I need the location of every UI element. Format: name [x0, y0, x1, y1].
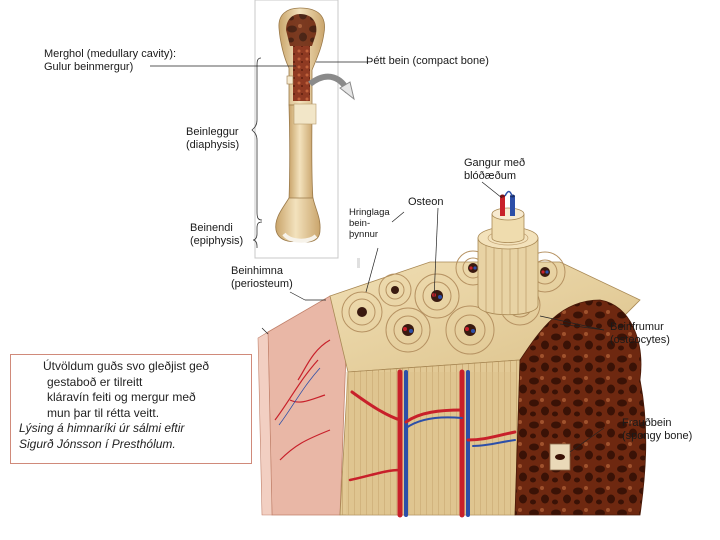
label-osteocytes-line1: Beinfrumur [610, 321, 664, 333]
osteon-cylinder [477, 190, 539, 316]
label-vessels-line2: blóðæðum [464, 170, 516, 182]
label-periosteum: Beinhimna (periosteum) [231, 265, 293, 291]
label-lamellae-line3: þynnur [349, 229, 379, 240]
leader-lines [150, 61, 605, 453]
label-osteocytes: Beinfrumur (osteocytes) [610, 321, 670, 347]
label-spongy-line1: Frauðbein [622, 417, 672, 429]
quote-line-4: mun þar til rétta veitt. [47, 405, 160, 420]
quote-line-2: gestaboð er tilreitt [47, 374, 143, 389]
label-medullary-cavity: Merghol (medullary cavity): Gulur beinme… [44, 48, 176, 74]
label-lamellae-line2: bein- [349, 218, 371, 229]
quote-attribution-1: Lýsing á himnaríki úr sálmi eftir [19, 421, 185, 435]
label-compact-text: Þétt bein (compact bone) [366, 55, 489, 67]
label-osteocytes-line2: (osteocytes) [610, 334, 670, 346]
label-osteon: Osteon [408, 196, 443, 209]
label-diaphysis-line1: Beinleggur [186, 126, 239, 138]
label-spongy-line2: (spongy bone) [622, 430, 693, 442]
label-epiphysis-line1: Beinendi [190, 222, 233, 234]
quote-attribution-2: Sigurð Jónsson í Presthólum. [19, 436, 176, 451]
label-medullary-line1: Merghol (medullary cavity): [44, 48, 177, 60]
label-osteon-text: Osteon [408, 196, 444, 208]
label-diaphysis-line2: (diaphysis) [186, 139, 240, 151]
label-vessels-line1: Gangur með [464, 157, 526, 169]
label-epiphysis-line2: (epiphysis) [190, 235, 244, 247]
blood-vessels [348, 369, 517, 518]
quote-line-1: Útvöldum guðs svo gleðjist geð [43, 359, 210, 373]
long-bone-illustration [251, 0, 355, 259]
label-epiphysis: Beinendi (epiphysis) [190, 222, 243, 248]
label-spongy-bone: Frauðbein (spongy bone) [622, 417, 692, 443]
label-medullary-line2: Gulur beinmergur) [44, 61, 134, 73]
label-periosteum-line1: Beinhimna [231, 265, 283, 277]
label-lamellae-line1: Hringlaga [349, 207, 390, 218]
label-lamellae: Hringlaga bein- þynnur [349, 207, 390, 240]
quote-box: Útvöldum guðs svo gleðjist geð gestaboð … [10, 354, 252, 464]
label-periosteum-line2: (periosteum) [231, 278, 293, 290]
bone-cross-section [257, 190, 647, 518]
label-blood-vessels: Gangur með blóðæðum [464, 157, 525, 183]
label-compact-bone: Þétt bein (compact bone) [366, 55, 489, 68]
label-diaphysis: Beinleggur (diaphysis) [186, 126, 239, 152]
quote-line-3: kláravín feiti og mergur með [47, 390, 196, 404]
spongy-bone-region [514, 299, 647, 516]
